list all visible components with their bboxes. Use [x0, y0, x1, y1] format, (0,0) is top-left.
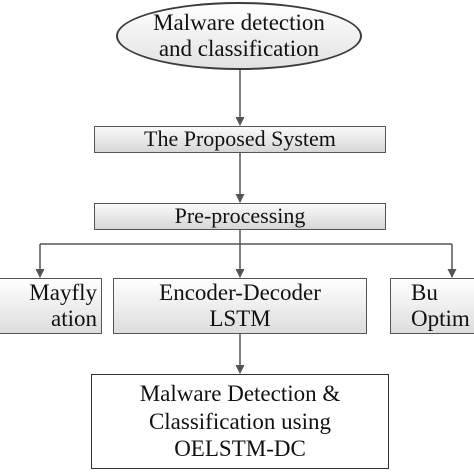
- right-branch-line2: Optim: [411, 306, 470, 331]
- encoder-decoder-line1: Encoder-Decoder: [159, 280, 321, 306]
- final-output-line3: OELSTM-DC: [174, 436, 306, 462]
- preprocessing-label: Pre-processing: [174, 203, 306, 229]
- proposed-system-label: The Proposed System: [144, 126, 336, 152]
- right-branch-node: Bu Optim: [390, 278, 474, 334]
- start-node-line2: and classification: [158, 36, 320, 61]
- final-output-line2: Classification using: [148, 408, 332, 434]
- encoder-decoder-line2: LSTM: [209, 306, 271, 331]
- right-branch-line1: Bu: [411, 280, 438, 306]
- left-branch-line2: ation: [51, 306, 97, 331]
- encoder-decoder-node: Encoder-Decoder LSTM: [113, 278, 367, 334]
- left-branch-node: Mayfly ation: [0, 278, 102, 334]
- start-node: Malware detection and classification: [116, 2, 362, 70]
- final-output-node: Malware Detection & Classification using…: [91, 374, 389, 469]
- start-node-line1: Malware detection: [153, 10, 325, 36]
- final-output-line1: Malware Detection &: [139, 381, 341, 407]
- left-branch-line1: Mayfly: [29, 280, 97, 306]
- proposed-system-node: The Proposed System: [94, 126, 386, 153]
- preprocessing-node: Pre-processing: [94, 203, 386, 230]
